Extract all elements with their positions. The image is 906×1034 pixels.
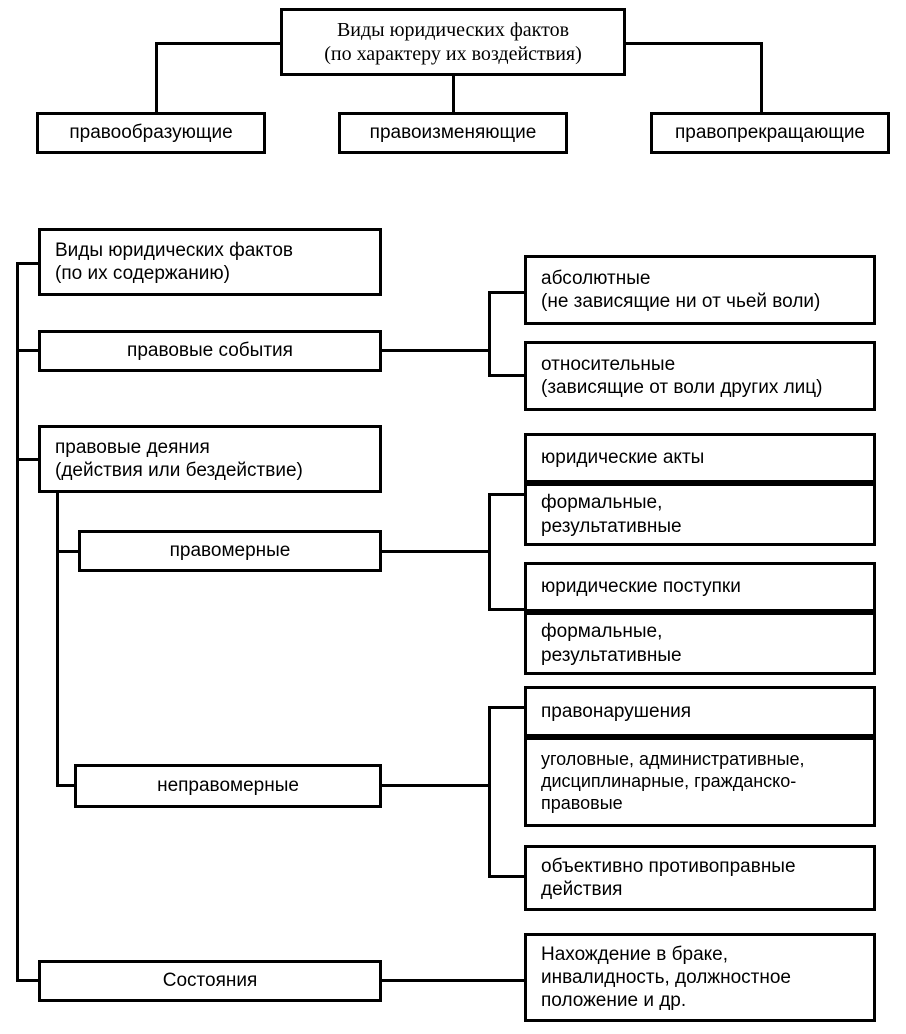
node-formalnye-rezultativnye-postupki-line1: формальные, xyxy=(541,621,663,643)
node-pravovye-deyaniya-line2: (действия или бездействие) xyxy=(55,460,303,481)
node-formalnye-rezultativnye-akty: формальные, результативные xyxy=(524,483,876,546)
node-vidy-pravonarusheniy: уголовные, административные, дисциплинар… xyxy=(524,737,876,827)
node-nepravomernye: неправомерные xyxy=(74,764,382,808)
node-obektivno-protivopravnye-deystviya-line1: объективно противоправные xyxy=(541,855,796,877)
node-vidy-pravonarusheniy-line2: дисциплинарные, гражданско- xyxy=(541,771,797,792)
connector-nepravomernye-to-obektivno xyxy=(488,875,528,878)
node-pravoprekrashchayushchie: правопрекращающие xyxy=(650,112,890,154)
connector-pravomernye-to-akty xyxy=(488,493,528,496)
node-pravovye-deyaniya-line1: правовые деяния xyxy=(55,436,210,458)
node-root-by-character: Виды юридических фактов (по характеру их… xyxy=(280,8,626,76)
node-formalnye-rezultativnye-postupki-line2: результативные xyxy=(541,644,682,666)
connector-pravomernye-out xyxy=(380,550,490,553)
connector-nepravomernye-fork-vertical xyxy=(488,706,491,878)
node-root-by-content: Виды юридических фактов (по их содержани… xyxy=(38,228,382,296)
node-pravovye-sobytiya-label: правовые события xyxy=(127,340,293,362)
connector-nepravomernye-to-pravonarusheniya xyxy=(488,706,528,709)
connector-trunk-to-sostoyaniya xyxy=(16,979,40,982)
node-pravomernye: правомерные xyxy=(78,530,382,572)
node-root-by-content-line1: Виды юридических фактов xyxy=(55,239,293,261)
node-absolyutnye-line1: абсолютные xyxy=(541,267,651,289)
connector-root1-right-arm xyxy=(623,42,763,45)
node-pravoizmenyayushchie: правоизменяющие xyxy=(338,112,568,154)
connector-sobytiya-to-absolute xyxy=(488,291,528,294)
node-sostoyaniya-label: Состояния xyxy=(162,970,258,992)
node-pravonarusheniya: правонарушения xyxy=(524,686,876,737)
connector-sobytiya-fork-vertical xyxy=(488,291,491,377)
connector-root1-left-arm xyxy=(155,42,283,45)
connector-root1-to-child1 xyxy=(155,42,158,114)
node-absolyutnye: абсолютные (не зависящие ни от чьей воли… xyxy=(524,255,876,325)
connector-trunk-to-pravovye-deyaniya xyxy=(16,458,40,461)
node-otnositelnye-line1: относительные xyxy=(541,353,676,375)
node-pravoprekrashchayushchie-label: правопрекращающие xyxy=(675,122,865,144)
node-nepravomernye-label: неправомерные xyxy=(157,775,299,797)
connector-sostoyaniya-out xyxy=(380,979,526,982)
node-pravovye-sobytiya: правовые события xyxy=(38,330,382,372)
connector-trunk-to-root-by-content xyxy=(16,262,40,265)
node-pravoobrazuyushchie-label: правообразующие xyxy=(69,122,233,144)
node-formalnye-rezultativnye-akty-line2: результативные xyxy=(541,515,682,537)
node-otnositelnye: относительные (зависящие от воли других … xyxy=(524,341,876,411)
node-pravonarusheniya-line1: правонарушения xyxy=(541,700,691,722)
connector-pravomernye-fork-vertical xyxy=(488,493,491,611)
node-primery-sostoyaniy-line3: положение и др. xyxy=(541,990,687,1012)
node-pravoizmenyayushchie-label: правоизменяющие xyxy=(369,122,537,144)
node-formalnye-rezultativnye-akty-line1: формальные, xyxy=(541,492,663,514)
node-sostoyaniya: Состояния xyxy=(38,960,382,1002)
node-yuridicheskie-postupki-line1: юридические поступки xyxy=(541,576,741,598)
node-obektivno-protivopravnye-deystviya-line2: действия xyxy=(541,879,623,900)
node-vidy-pravonarusheniy-line1: уголовные, административные, xyxy=(541,749,805,770)
node-vidy-pravonarusheniy-line3: правовые xyxy=(541,792,623,813)
connector-nepravomernye-out xyxy=(380,784,490,787)
connector-root1-to-child3 xyxy=(760,42,763,114)
node-absolyutnye-line2: (не зависящие ни от чьей воли) xyxy=(541,291,821,312)
node-yuridicheskie-akty: юридические акты xyxy=(524,433,876,483)
connector-deyaniya-subtrunk xyxy=(56,490,59,787)
connector-pravomernye-to-postupki xyxy=(488,608,528,611)
node-otnositelnye-line2: (зависящие от воли других лиц) xyxy=(541,377,823,398)
node-yuridicheskie-postupki: юридические поступки xyxy=(524,562,876,612)
node-formalnye-rezultativnye-postupki: формальные, результативные xyxy=(524,612,876,675)
node-pravovye-deyaniya: правовые деяния (действия или бездействи… xyxy=(38,425,382,493)
node-pravomernye-label: правомерные xyxy=(169,540,291,562)
node-root-by-character-line2: (по характеру их воздействия) xyxy=(324,43,582,65)
node-primery-sostoyaniy-line1: Нахождение в браке, xyxy=(541,943,729,965)
connector-sobytiya-to-relative xyxy=(488,374,528,377)
node-pravoobrazuyushchie: правообразующие xyxy=(36,112,266,154)
connector-trunk-to-pravovye-sobytiya xyxy=(16,349,40,352)
connector-subtrunk-to-nepravomernye xyxy=(56,784,82,787)
node-root-by-character-line1: Виды юридических фактов xyxy=(336,18,570,41)
node-primery-sostoyaniy: Нахождение в браке, инвалидность, должно… xyxy=(524,933,876,1022)
node-obektivno-protivopravnye-deystviya: объективно противоправные действия xyxy=(524,845,876,911)
node-yuridicheskie-akty-line1: юридические акты xyxy=(541,447,705,469)
connector-subtrunk-to-pravomernye xyxy=(56,550,82,553)
node-primery-sostoyaniy-line2: инвалидность, должностное xyxy=(541,966,791,988)
node-root-by-content-line2: (по их содержанию) xyxy=(55,263,230,284)
connector-sobytiya-out xyxy=(380,349,490,352)
connector-main-trunk xyxy=(16,262,19,981)
connector-root1-to-child2 xyxy=(452,73,455,114)
